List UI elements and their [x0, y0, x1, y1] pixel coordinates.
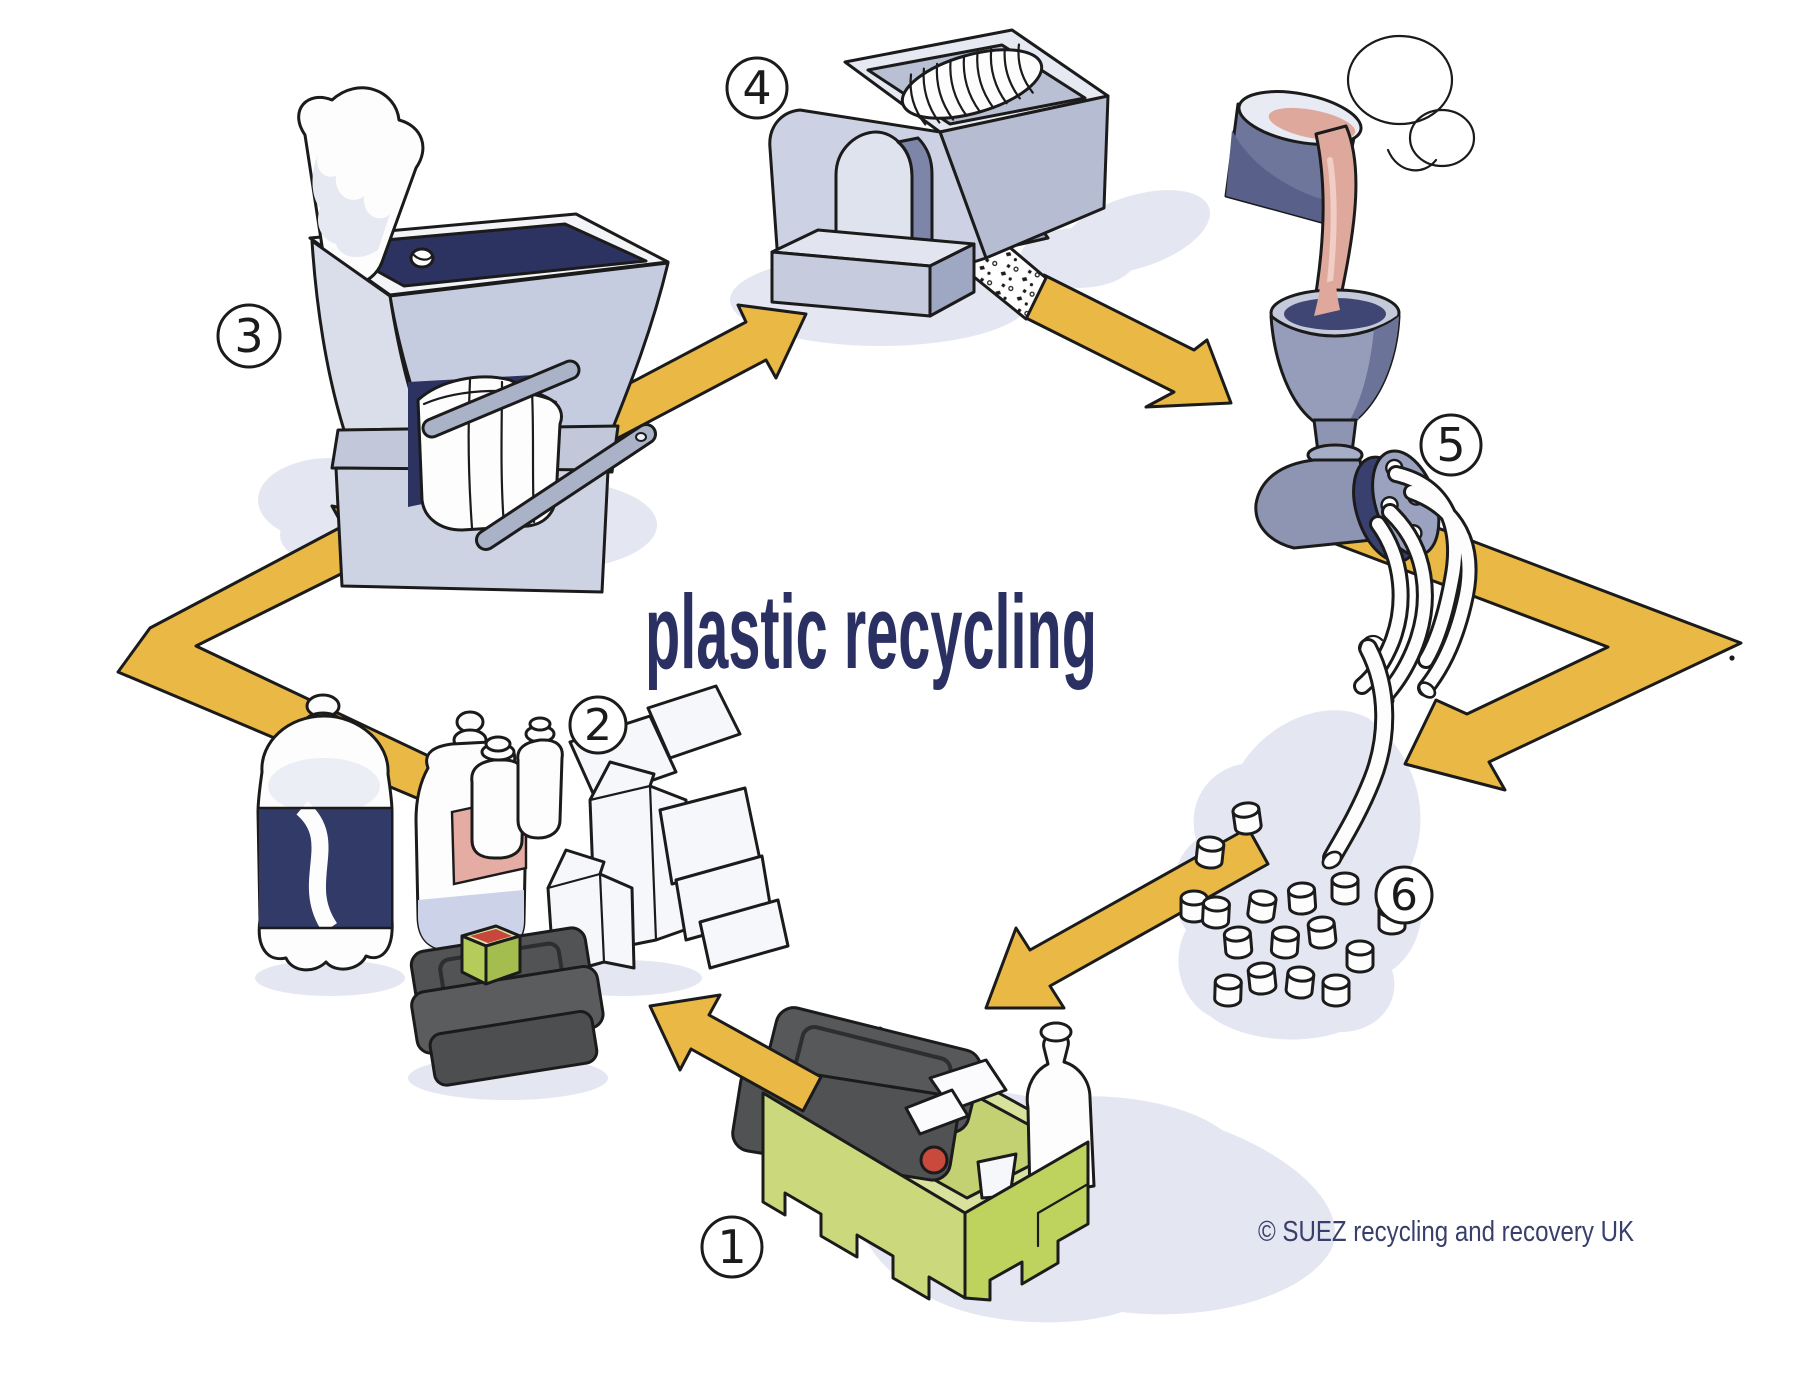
step-number-3: 3	[234, 309, 263, 363]
step-badge-5: 5	[1419, 413, 1483, 477]
food-tray-stack	[409, 924, 605, 1087]
step-badge-6: 6	[1374, 865, 1434, 925]
hand-drawn-swirls	[1346, 34, 1476, 172]
step-badge-3: 3	[216, 303, 282, 369]
melting-extrusion-illustration	[1224, 34, 1478, 707]
arrow-pellets-to-collection	[984, 826, 1270, 1010]
yogurt-pot	[460, 924, 522, 986]
plastic-pellets-illustration	[1179, 634, 1407, 1008]
step-number-5: 5	[1436, 418, 1465, 472]
step-badge-1: 1	[700, 1215, 764, 1279]
ball-in-hopper	[409, 247, 435, 269]
step-number-4: 4	[742, 61, 771, 115]
step-number-6: 6	[1390, 870, 1418, 921]
shredder-machine-illustration	[768, 28, 1110, 318]
soda-bottle	[256, 693, 394, 972]
step-number-2: 2	[584, 700, 612, 751]
step-number-1: 1	[717, 1220, 746, 1274]
cooling-strand	[1321, 634, 1395, 870]
step-badge-4: 4	[725, 56, 789, 120]
step-badges: 1 2 3 4 5 6	[216, 56, 1483, 1279]
hopper-opening	[328, 222, 648, 288]
shredder-roller	[900, 43, 1044, 126]
step-badge-2: 2	[568, 695, 628, 755]
diagram-title: plastic recycling	[645, 574, 1097, 691]
kerbside-collection-box-illustration	[731, 1006, 1096, 1302]
conveyor-rails	[421, 359, 657, 551]
ink-dot	[1729, 655, 1735, 661]
copyright-notice: © SUEZ recycling and recovery UK	[1258, 1216, 1635, 1248]
red-bottle-cap	[919, 1145, 949, 1175]
arrow-collection-to-sorting	[648, 993, 823, 1113]
baler-machine-illustration	[297, 86, 670, 594]
small-jars	[470, 716, 564, 860]
